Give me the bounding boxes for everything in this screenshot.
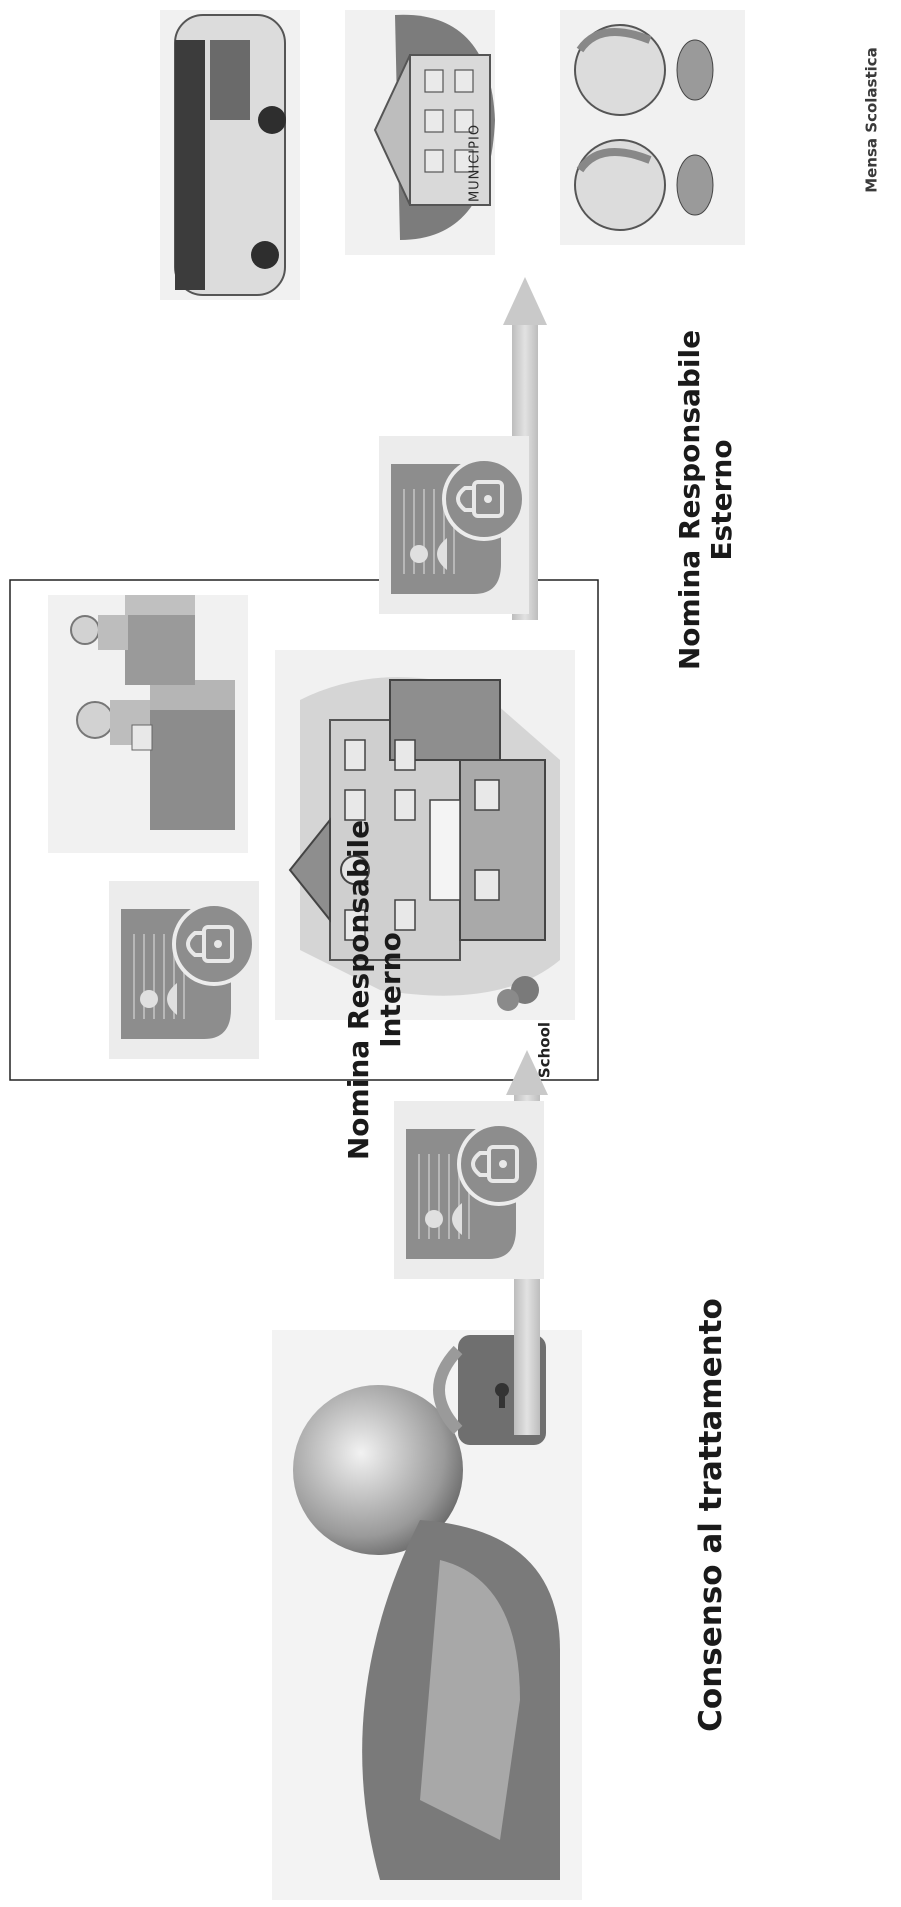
school-building-icon bbox=[275, 650, 575, 1020]
locked-personal-document-icon bbox=[109, 881, 259, 1059]
school-label: School bbox=[536, 1022, 553, 1078]
locked-personal-document-icon bbox=[394, 1101, 544, 1279]
external-responsible-line1: Nomina Responsabile bbox=[674, 330, 706, 670]
office-workers-icon bbox=[48, 595, 248, 853]
children-eating-icon bbox=[560, 10, 745, 245]
internal-responsible-line1: Nomina Responsabile bbox=[343, 820, 375, 1160]
internal-responsible-line2: Interno bbox=[375, 820, 407, 1160]
consent-label: Consenso al trattamento bbox=[694, 1298, 730, 1732]
external-responsible-line2: Esterno bbox=[706, 330, 738, 670]
town-hall-label: MUNICIPIO bbox=[469, 124, 484, 202]
internal-responsible-label: Nomina Responsabile Interno bbox=[343, 820, 407, 1160]
school-bus-icon bbox=[160, 10, 300, 300]
locked-personal-document-icon bbox=[379, 436, 529, 614]
external-responsible-label: Nomina Responsabile Esterno bbox=[674, 330, 738, 670]
canteen-label: Mensa Scolastica bbox=[863, 47, 880, 193]
